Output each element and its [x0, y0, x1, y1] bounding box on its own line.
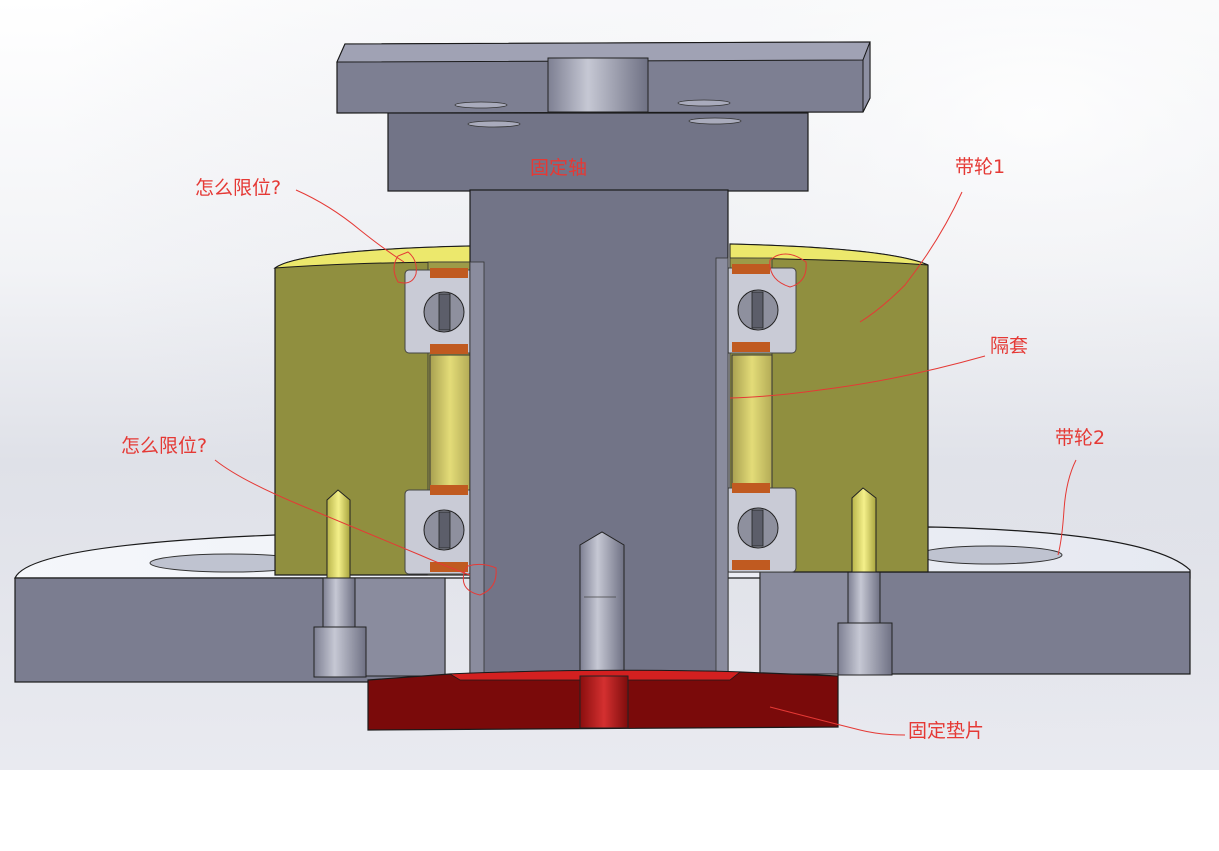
- label-pulley-1: 带轮1: [955, 156, 1006, 178]
- left-pin: [326, 489, 351, 579]
- bearing-upper-left: [404, 268, 483, 354]
- top-flange: [336, 41, 871, 114]
- label-spacer: 隔套: [990, 335, 1029, 357]
- right-bolt: [837, 571, 893, 676]
- label-pulley-2: 带轮2: [1055, 427, 1106, 449]
- bearing-upper-right: [717, 264, 797, 354]
- label-fixed-gasket: 固定垫片: [908, 720, 985, 742]
- center-pin: [579, 531, 625, 677]
- spacer-sleeve: [429, 354, 773, 491]
- fixed-gasket: [367, 669, 839, 731]
- bearing-lower-left: [404, 485, 483, 575]
- left-bolt: [313, 577, 367, 678]
- bearing-lower-right: [717, 483, 797, 573]
- right-pin: [851, 487, 877, 573]
- label-question-lower: 怎么限位?: [121, 435, 208, 457]
- label-question-upper: 怎么限位?: [195, 177, 282, 199]
- label-fixed-shaft: 固定轴: [530, 157, 588, 179]
- annotation-leaders: [214, 189, 1077, 736]
